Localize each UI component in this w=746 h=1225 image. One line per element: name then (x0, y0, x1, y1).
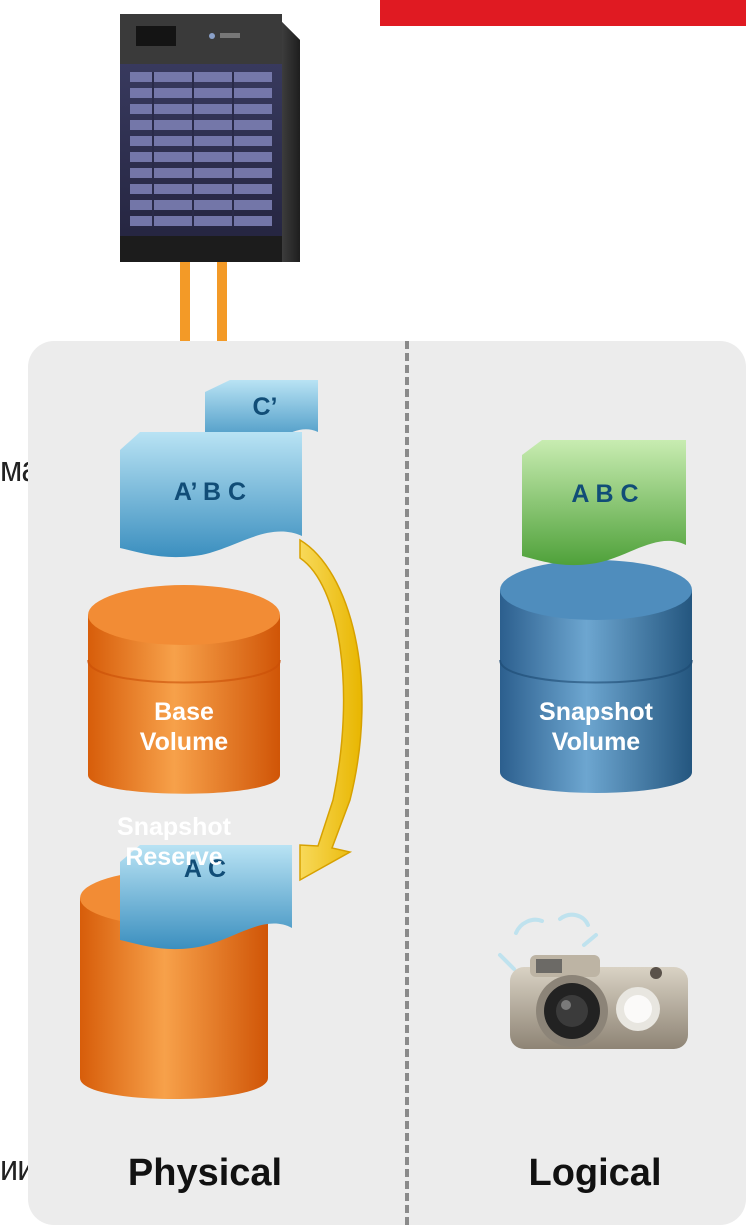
base-volume-cylinder (87, 585, 281, 794)
snapshot-volume-cylinder (499, 560, 693, 793)
section-label-logical: Logical (528, 1152, 662, 1194)
camera-icon (498, 912, 688, 1049)
snapshot-volume-line2: Volume (551, 728, 641, 756)
base-volume-line1: Base (154, 698, 214, 726)
panel-divider (405, 341, 409, 1225)
brand-logo-bar (380, 0, 746, 26)
doc-label-snapshot: A B C (571, 480, 639, 508)
doc-label-base: A’ B C (173, 478, 247, 506)
base-volume-label: Base Volume (96, 697, 272, 757)
snapshot-reserve-label: Snapshot Reserve (82, 812, 266, 872)
snapshot-volume-label: Snapshot Volume (500, 697, 692, 757)
snapshot-volume-line1: Snapshot (539, 698, 653, 726)
server-icon (120, 14, 300, 345)
doc-label-c-prime: C’ (252, 393, 278, 421)
doc-label-reserve: A C (183, 855, 227, 883)
snapshot-reserve-line1: Snapshot (117, 813, 231, 841)
base-volume-line2: Volume (139, 728, 229, 756)
section-label-physical: Physical (127, 1152, 283, 1194)
snapshot-reserve-line2: Reserve (125, 843, 223, 871)
